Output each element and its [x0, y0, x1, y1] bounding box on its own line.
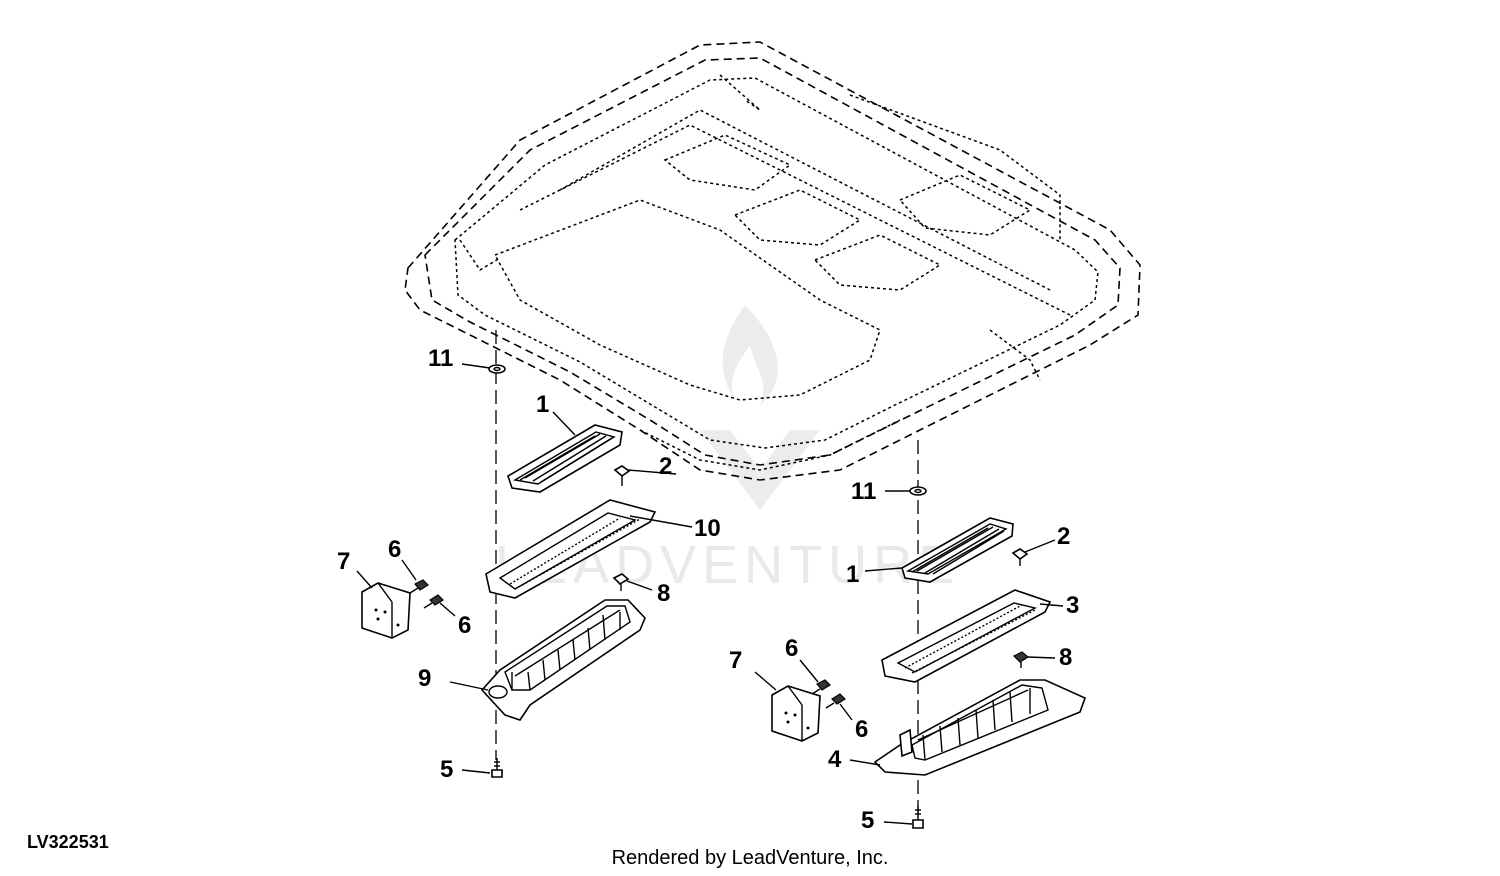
callout-right-7: 7 [729, 647, 742, 674]
screw-part-8 [612, 573, 630, 591]
seal-frame-part [485, 499, 657, 599]
figure-id: LV322531 [27, 832, 109, 852]
right-assembly [771, 486, 1087, 829]
callout-right-2: 2 [1057, 523, 1070, 550]
screw-part-6 [409, 579, 444, 609]
callout-right-1: 1 [846, 561, 859, 588]
screw-part-6 [811, 679, 846, 709]
callout-right-6b: 6 [855, 716, 868, 743]
cab-roof-outline [404, 41, 1141, 481]
leader-lines [356, 363, 1064, 825]
callout-left-6b: 6 [458, 612, 471, 639]
callout-right-3: 3 [1066, 592, 1079, 619]
filter-part [901, 517, 1014, 583]
callout-left-5: 5 [440, 756, 453, 783]
callout-left-7: 7 [337, 548, 350, 575]
callout-left-11: 11 [428, 345, 453, 372]
bolt-part [491, 758, 503, 778]
lamp-housing-part [873, 679, 1087, 776]
callout-right-6a: 6 [785, 635, 798, 662]
callout-right-11: 11 [851, 478, 876, 505]
grommet-part [909, 486, 927, 496]
bracket-part [771, 685, 821, 742]
callout-right-5: 5 [861, 807, 874, 834]
callout-left-6a: 6 [388, 536, 401, 563]
filter-part [507, 424, 623, 493]
callout-right-4: 4 [828, 746, 842, 773]
lamp-housing-part [480, 599, 646, 721]
callout-right-8: 8 [1059, 644, 1072, 671]
callout-left-2: 2 [659, 453, 672, 480]
bracket-part [361, 582, 411, 639]
seal-frame-part [881, 589, 1052, 683]
callout-labels: 11 1 2 10 8 7 6 6 9 5 11 2 1 3 8 7 6 6 4… [337, 345, 1079, 834]
screw-part-8 [1012, 651, 1030, 668]
callout-left-8: 8 [657, 580, 670, 607]
credit-text: Rendered by LeadVenture, Inc. [612, 847, 889, 869]
left-assembly [361, 364, 657, 778]
clip-part [613, 465, 631, 486]
callout-left-9: 9 [418, 665, 431, 692]
callout-left-1: 1 [536, 391, 549, 418]
bolt-part [912, 806, 924, 829]
clip-part [1011, 548, 1029, 566]
callout-left-10: 10 [694, 515, 721, 542]
grommet-part [488, 364, 506, 374]
